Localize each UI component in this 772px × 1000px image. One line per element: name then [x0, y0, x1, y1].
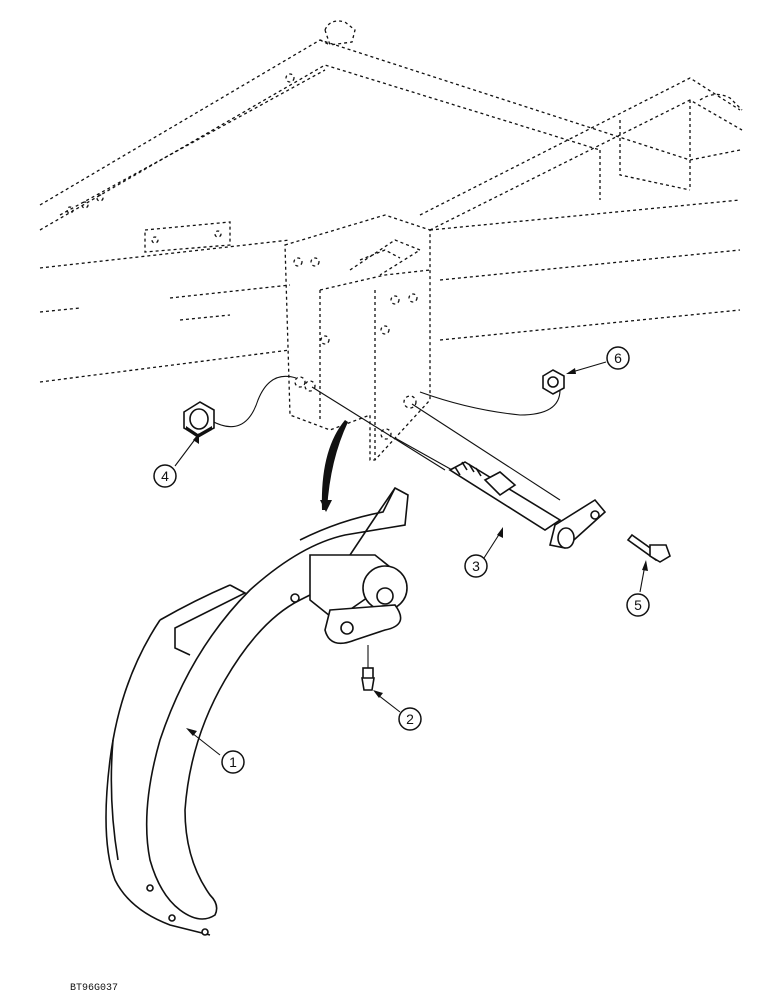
callout-4: 4 — [153, 464, 177, 488]
part-5-bolt — [626, 533, 671, 563]
figure-code: BT96G037 — [70, 983, 118, 994]
callout-5: 5 — [626, 593, 650, 617]
part-6-nut — [542, 369, 565, 395]
part-2-grease-fitting — [361, 645, 375, 691]
part-1-shank — [105, 420, 409, 936]
callout-5-label: 5 — [634, 597, 642, 613]
part-3-pivot-pin — [448, 461, 607, 549]
callout-6: 6 — [606, 346, 630, 370]
implement-frame — [39, 20, 743, 383]
mounting-bracket — [284, 214, 431, 461]
callout-3: 3 — [464, 554, 488, 578]
callout-1: 1 — [221, 750, 245, 774]
callout-6-label: 6 — [614, 350, 622, 366]
callout-leaders — [174, 361, 648, 756]
callout-3-label: 3 — [472, 558, 480, 574]
callout-2-label: 2 — [406, 711, 414, 727]
part-4-lock-nut — [183, 401, 215, 438]
callout-2: 2 — [398, 707, 422, 731]
callout-4-label: 4 — [161, 468, 169, 484]
callout-1-label: 1 — [229, 754, 237, 770]
